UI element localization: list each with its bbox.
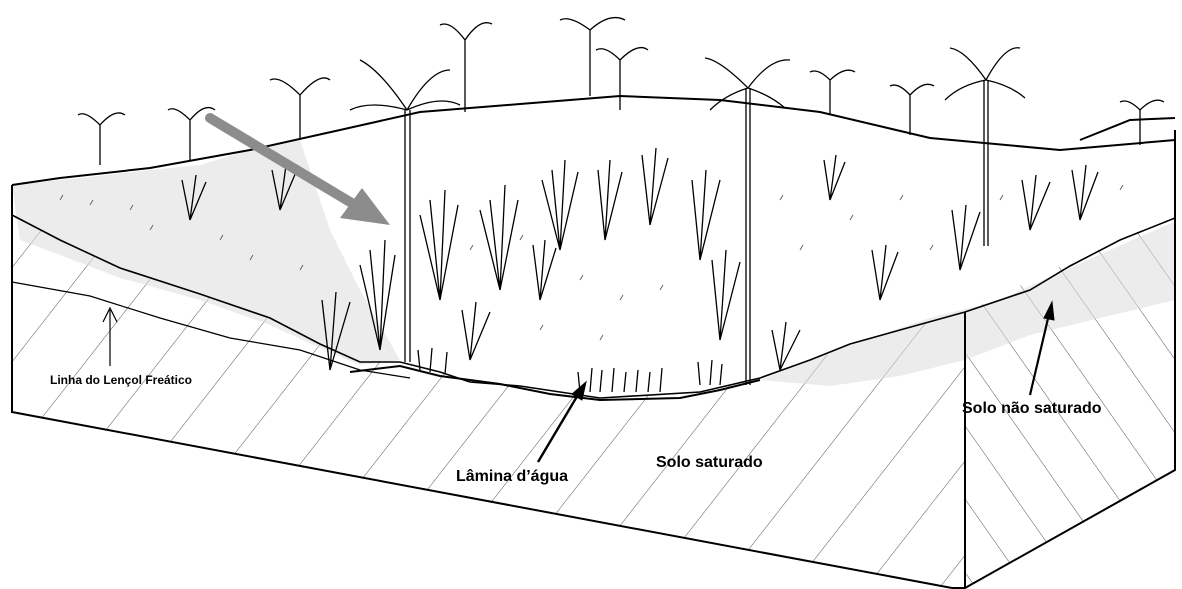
saturated-soil-label: Solo saturado <box>656 454 763 472</box>
water-table-label: Linha do Lençol Freático <box>50 373 192 387</box>
water-sheet-label: Lâmina d’água <box>456 468 568 486</box>
unsaturated-soil-label: Solo não saturado <box>962 400 1102 418</box>
